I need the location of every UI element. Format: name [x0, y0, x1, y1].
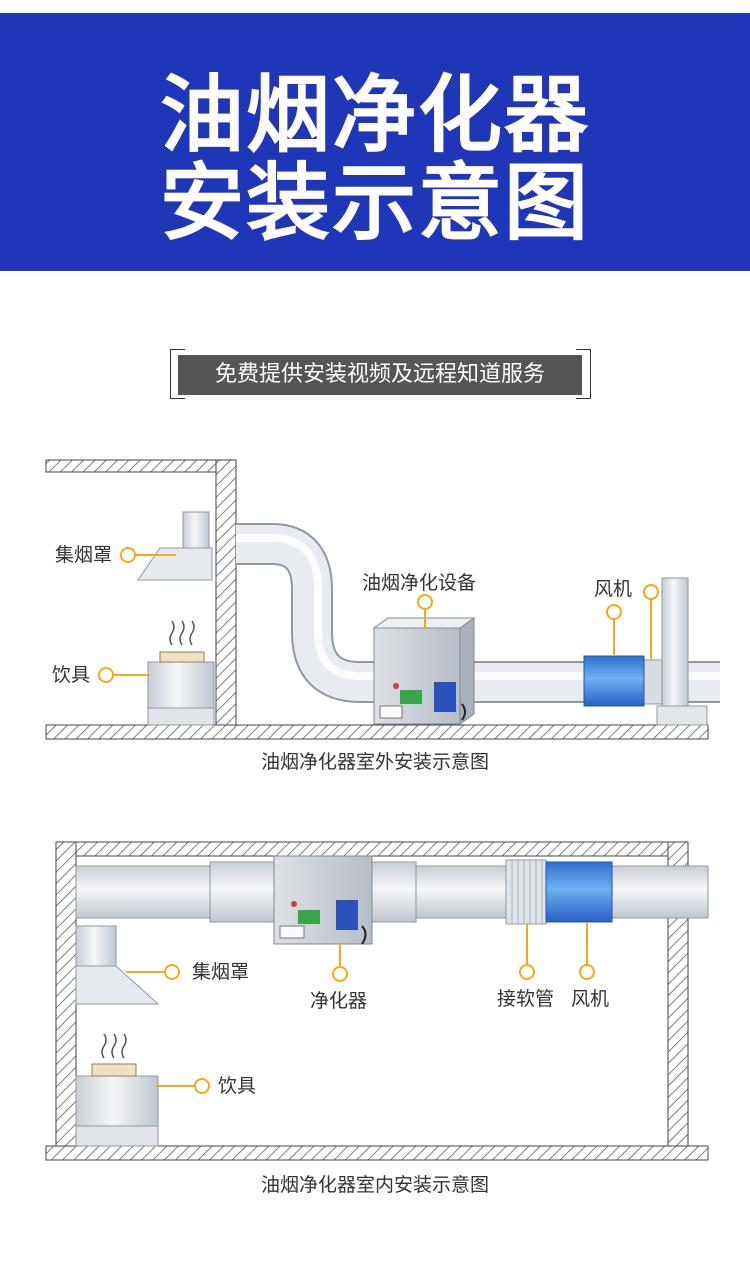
indoor-caption: 油烟净化器室内安装示意图	[260, 1174, 489, 1196]
outdoor-stove	[147, 620, 215, 726]
indoor-hood	[75, 925, 160, 1005]
outdoor-label-fan: 风机	[594, 578, 633, 600]
service-bracket-left	[170, 349, 185, 399]
outdoor-duct	[236, 525, 720, 701]
outdoor-chimney-base	[656, 705, 708, 726]
header-title-line2: 安装示意图	[159, 154, 590, 252]
outdoor-diagram	[45, 459, 720, 740]
header-title-line1: 油烟净化器	[159, 66, 590, 164]
service-banner: 免费提供安装视频及远程知道服务	[178, 355, 582, 395]
outdoor-caption: 油烟净化器室外安装示意图	[260, 751, 489, 773]
outdoor-floor	[45, 724, 709, 740]
indoor-label-stove: 饮具	[218, 1075, 257, 1097]
indoor-purifier-unit	[273, 855, 373, 945]
outdoor-flex-pipe	[643, 659, 663, 705]
indoor-label-purifier: 净化器	[310, 990, 368, 1012]
indoor-flex-pipe	[505, 859, 547, 925]
indoor-left-wall	[55, 841, 77, 1147]
outdoor-label-hood: 集烟罩	[55, 544, 113, 566]
indoor-label-hood: 集烟罩	[192, 961, 250, 983]
outdoor-label-stove: 饮具	[52, 664, 91, 686]
service-bracket-right	[576, 349, 591, 399]
outdoor-label-purifier: 油烟净化设备	[362, 572, 477, 594]
outdoor-purifier-unit	[372, 617, 476, 725]
indoor-floor	[45, 1145, 709, 1161]
indoor-diagram	[45, 841, 709, 1161]
indoor-label-flex-pipe: 接软管	[497, 988, 555, 1010]
indoor-callouts	[126, 922, 595, 1094]
indoor-stove	[75, 1033, 159, 1147]
outdoor-chimney	[661, 577, 689, 709]
header-banner: 油烟净化器 安装示意图	[0, 13, 750, 271]
indoor-label-fan: 风机	[571, 988, 610, 1010]
outdoor-ceiling	[45, 459, 237, 473]
outdoor-hood	[137, 511, 213, 581]
outdoor-callouts	[98, 547, 659, 683]
outdoor-wall	[215, 459, 237, 726]
indoor-fan	[545, 861, 613, 923]
outdoor-fan	[583, 655, 645, 707]
indoor-ceiling	[55, 841, 689, 857]
